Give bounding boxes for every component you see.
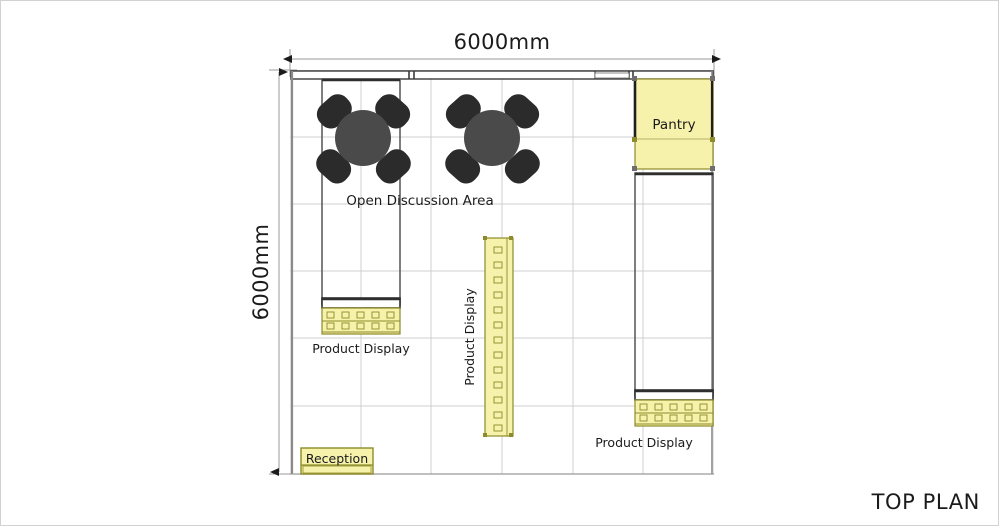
right-partition-enclosure (634, 172, 714, 401)
dimension-height-label: 6000mm (249, 224, 273, 321)
reception-label: Reception (306, 451, 368, 466)
product-display-center[interactable]: Product Display (462, 236, 514, 437)
dimension-height: 6000mm (249, 68, 297, 476)
product-display-center-label: Product Display (462, 288, 477, 386)
plan-title: TOP PLAN (871, 490, 980, 514)
table-top-right (464, 110, 520, 166)
pantry-room[interactable]: Pantry (632, 76, 715, 171)
open-discussion-area-label: Open Discussion Area (346, 193, 494, 209)
dimension-width-label: 6000mm (454, 30, 551, 54)
left-partition-enclosure (321, 78, 401, 309)
product-display-left-label: Product Display (312, 341, 410, 356)
pantry-label: Pantry (652, 117, 695, 133)
table-top-left (335, 110, 391, 166)
round-table-right[interactable] (440, 89, 544, 188)
round-table-left[interactable] (311, 89, 415, 188)
back-wall (290, 70, 714, 80)
product-display-right[interactable]: Product Display (595, 399, 714, 450)
dimension-width: 6000mm (283, 30, 721, 77)
product-display-right-label: Product Display (595, 435, 693, 450)
shelf-items-center (493, 246, 503, 432)
shelf-items-left (322, 311, 400, 333)
reception-counter[interactable]: Reception (300, 447, 374, 475)
shelf-items-right (635, 403, 713, 425)
product-display-left[interactable]: Product Display (312, 307, 410, 356)
